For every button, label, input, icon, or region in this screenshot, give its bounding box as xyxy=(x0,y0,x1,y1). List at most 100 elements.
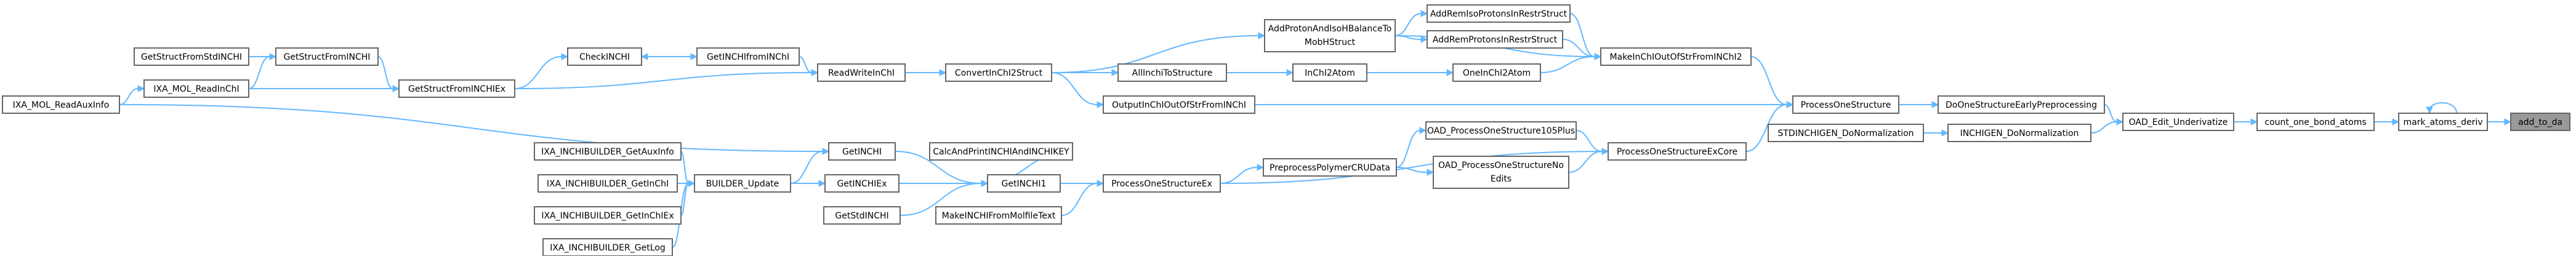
node-add-to-da[interactable]: add_to_da xyxy=(2510,113,2570,131)
edge-arrow xyxy=(392,85,400,92)
node-box xyxy=(935,206,1062,225)
node-box xyxy=(1947,124,2091,142)
node-mark-atoms-deriv[interactable]: mark_atoms_deriv xyxy=(2398,113,2488,131)
node-get-struct-from-inchiex[interactable]: GetStructFromINCHIEx xyxy=(398,79,515,98)
node-one-in-ch-i2-atom[interactable]: OneInChI2Atom xyxy=(1452,63,1541,82)
node-ixa-inchibuilder-get-in-ch-iex[interactable]: IXA_INCHIBUILDER_GetInChIEx xyxy=(534,206,682,225)
node-label-line: Edits xyxy=(1491,174,1511,184)
node-oad-process-one-structure105-plus[interactable]: OAD_ProcessOneStructure105Plus xyxy=(1425,121,1577,140)
node-label: IXA_INCHIBUILDER_GetInChI xyxy=(547,179,669,189)
node-box xyxy=(398,79,515,98)
node-ixa-inchibuilder-get-aux-info[interactable]: IXA_INCHIBUILDER_GetAuxInfo xyxy=(534,142,682,161)
node-label: AddRemProtonsInRestrStruct xyxy=(1433,35,1558,45)
node-label: IXA_MOL_ReadInChI xyxy=(153,84,239,94)
node-do-one-structure-early-preprocessing[interactable]: DoOneStructureEarlyPreprocessing xyxy=(1938,95,2105,114)
edge-arrow xyxy=(1257,164,1265,171)
node-stdinchigen-do-normalization[interactable]: STDINCHIGEN_DoNormalization xyxy=(1768,124,1924,142)
call-nodes: add_to_da mark_atoms_deriv count_one_bond_… xyxy=(2,4,2570,256)
edge-mark-atoms-deriv-self xyxy=(2429,102,2457,114)
node-label: ProcessOneStructureEx xyxy=(1111,179,1212,189)
node-ixa-mol-read-in-ch-i[interactable]: IXA_MOL_ReadInChI xyxy=(143,79,249,98)
node-preprocess-polymer-crudata[interactable]: PreprocessPolymerCRUData xyxy=(1263,158,1397,177)
edge-arrow xyxy=(1420,10,1428,17)
node-label: GetStructFromINCHIEx xyxy=(408,84,505,94)
node-process-one-structure-ex-core[interactable]: ProcessOneStructureExCore xyxy=(1608,142,1747,161)
node-label-line: AddProtonAndIsoHBalanceTo xyxy=(1268,24,1392,34)
node-make-inchifrom-molfile-text[interactable]: MakeINCHIFromMolfileText xyxy=(935,206,1062,225)
node-get-inchifrom-inch-i[interactable]: GetINCHIfromINChI xyxy=(696,47,800,66)
edge-ixa-mol-read-aux-info-to-get-inchi xyxy=(119,104,823,152)
node-box xyxy=(2256,113,2375,131)
node-label: GetINCHI xyxy=(842,147,882,157)
node-label: add_to_da xyxy=(2518,118,2562,127)
edge-arrow xyxy=(939,69,947,76)
node-label: mark_atoms_deriv xyxy=(2403,118,2482,127)
node-label: ProcessOneStructureExCore xyxy=(1617,147,1737,157)
node-calc-and-print-inchiand-inchikey[interactable]: CalcAndPrintINCHIAndINCHIKEY xyxy=(929,142,1073,161)
node-inchigen-do-normalization[interactable]: INCHIGEN_DoNormalization xyxy=(1947,124,2091,142)
edge-arrow xyxy=(1286,69,1294,76)
node-label: IXA_INCHIBUILDER_GetAuxInfo xyxy=(541,147,674,157)
edge-arrow xyxy=(1786,101,1794,108)
node-label: GetStructFromINCHI xyxy=(284,52,371,62)
edge-arrow xyxy=(818,180,826,187)
edge-arrow xyxy=(1446,69,1454,76)
edge-arrow xyxy=(822,148,830,155)
edge-process-one-structure-ex-to-process-one-structure-ex-core xyxy=(1220,151,1603,184)
node-ixa-mol-read-aux-info[interactable]: IXA_MOL_ReadAuxInfo xyxy=(2,95,120,114)
node-box xyxy=(929,142,1073,161)
node-ixa-inchibuilder-get-log[interactable]: IXA_INCHIBUILDER_GetLog xyxy=(542,238,673,256)
node-box xyxy=(143,79,249,98)
node-box xyxy=(1103,174,1221,193)
node-box xyxy=(817,63,906,82)
node-box xyxy=(1425,121,1577,140)
node-output-in-ch-iout-of-str-from-inch-i[interactable]: OutputInChIOutOfStrFromINChI xyxy=(1103,95,1255,114)
node-read-write-in-ch-i[interactable]: ReadWriteInChI xyxy=(817,63,906,82)
node-box xyxy=(987,174,1061,193)
node-label: AllInchiToStructure xyxy=(1132,68,1213,78)
node-label: OAD_Edit_Underivatize xyxy=(2129,118,2228,127)
edge-arrow xyxy=(1097,101,1105,108)
node-ixa-inchibuilder-get-in-ch-i[interactable]: IXA_INCHIBUILDER_GetInChI xyxy=(537,174,678,193)
edge-arrow xyxy=(269,53,277,60)
edge-make-inchifrom-molfile-text-to-process-one-structure-ex xyxy=(1061,183,1098,216)
node-process-one-structure-ex[interactable]: ProcessOneStructureEx xyxy=(1103,174,1221,193)
node-box xyxy=(1768,124,1924,142)
node-process-one-structure[interactable]: ProcessOneStructure xyxy=(1792,95,1899,114)
edge-oad-process-one-structure-no-edits-to-process-one-structure-ex-core xyxy=(1568,151,1603,173)
node-oad-edit-underivatize[interactable]: OAD_Edit_Underivatize xyxy=(2122,113,2234,131)
edge-arrow xyxy=(1427,169,1435,176)
node-make-in-ch-iout-of-str-from-inch-i2[interactable]: MakeInChIOutOfStrFromINChI2 xyxy=(1600,47,1752,66)
node-add-rem-iso-protons-in-restr-struct[interactable]: AddRemIsoProtonsInRestrStruct xyxy=(1427,4,1571,23)
node-get-inchi1[interactable]: GetINCHI1 xyxy=(987,174,1061,193)
node-label: GetINCHIfromINChI xyxy=(707,52,789,62)
call-edges xyxy=(119,10,2512,248)
edge-ixa-mol-read-aux-info-to-ixa-mol-read-in-ch-i xyxy=(119,88,139,105)
node-in-ch-i2-atom[interactable]: InChI2Atom xyxy=(1292,63,1367,82)
node-label: OneInChI2Atom xyxy=(1463,68,1531,78)
node-count-one-bond-atoms[interactable]: count_one_bond_atoms xyxy=(2256,113,2375,131)
edge-do-one-structure-early-preprocessing-to-oad-edit-underivatize xyxy=(2104,104,2117,122)
node-add-rem-protons-in-restr-struct[interactable]: AddRemProtonsInRestrStruct xyxy=(1427,30,1563,49)
node-all-inchi-to-structure[interactable]: AllInchiToStructure xyxy=(1117,63,1227,82)
node-label: IXA_INCHIBUILDER_GetLog xyxy=(550,243,665,253)
node-get-struct-from-inchi[interactable]: GetStructFromINCHI xyxy=(275,47,379,66)
node-check-inchi[interactable]: CheckINCHI xyxy=(567,47,642,66)
node-get-inchi[interactable]: GetINCHI xyxy=(828,142,896,161)
node-box xyxy=(1433,156,1569,189)
node-builder-update[interactable]: BUILDER_Update xyxy=(694,174,791,193)
node-box xyxy=(2398,113,2488,131)
node-convert-in-ch-i2-struct[interactable]: ConvertInChI2Struct xyxy=(945,63,1052,82)
node-get-std-inchi[interactable]: GetStdINCHI xyxy=(823,206,901,225)
node-get-inchiex[interactable]: GetINCHIEx xyxy=(824,174,900,193)
edge-arrow xyxy=(2392,118,2400,126)
node-get-struct-from-std-inchi[interactable]: GetStructFromStdINCHI xyxy=(134,47,249,66)
node-box xyxy=(542,238,673,256)
node-label: INCHIGEN_DoNormalization xyxy=(1960,129,2079,138)
node-label-line: OAD_ProcessOneStructureNo xyxy=(1438,161,1564,170)
edge-inchigen-do-normalization-to-oad-edit-underivatize xyxy=(2090,121,2117,134)
node-box xyxy=(2510,113,2570,131)
edge-arrow xyxy=(2250,118,2258,126)
